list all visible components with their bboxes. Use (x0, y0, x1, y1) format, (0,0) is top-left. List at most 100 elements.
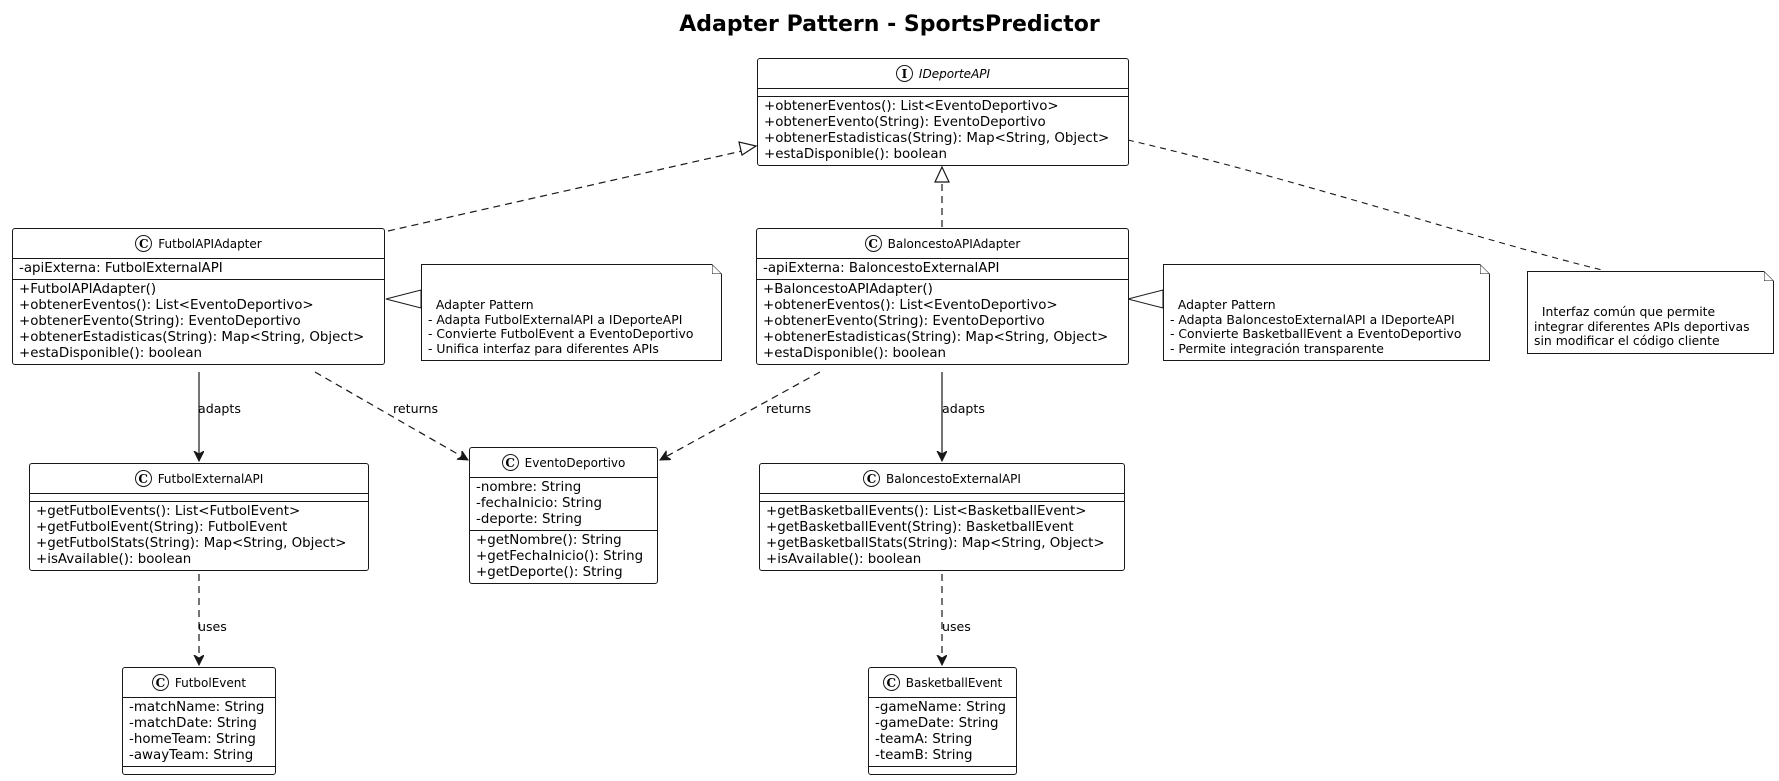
attribute: -nombre: String (476, 480, 582, 495)
class-icon: C (864, 235, 882, 252)
class-name: BaloncestoExternalAPI (886, 471, 1021, 486)
class-futbolevent[interactable]: C FutbolEvent -matchName: String -matchD… (122, 667, 276, 775)
attribute: -matchName: String (129, 700, 265, 715)
class-futbolexternalapi[interactable]: C FutbolExternalAPI +getFutbolEvents(): … (29, 463, 369, 571)
note-interfaz[interactable]: Interfaz común que permite integrar dife… (1527, 271, 1774, 354)
class-header: C BaloncestoExternalAPI (760, 464, 1124, 494)
class-header: C EventoDeportivo (470, 448, 657, 478)
edge-futbol-realizes (387, 150, 743, 232)
class-basketballevent[interactable]: C BasketballEvent -gameName: String -gam… (868, 667, 1017, 775)
methods-section (123, 767, 275, 774)
attributes-section: -apiExterna: BaloncestoExternalAPI (757, 259, 1128, 280)
class-header: C FutbolAPIAdapter (13, 229, 384, 259)
note-connector-futbol (385, 289, 422, 309)
method: +getBasketballEvents(): List<BasketballE… (766, 504, 1087, 519)
method: +obtenerEstadisticas(String): Map<String… (764, 131, 1110, 146)
method: +obtenerEstadisticas(String): Map<String… (763, 330, 1109, 345)
method: +FutbolAPIAdapter() (19, 282, 157, 297)
attribute: -gameName: String (875, 700, 1007, 715)
realization-arrowhead-baloncesto (934, 165, 950, 183)
edge-label-futbol-uses: uses (198, 619, 227, 634)
method: +estaDisponible(): boolean (19, 346, 203, 361)
methods-section: +obtenerEventos(): List<EventoDeportivo>… (758, 97, 1128, 165)
attribute: -apiExterna: FutbolExternalAPI (19, 261, 223, 276)
note-fold-icon (1480, 264, 1490, 274)
realization-arrowhead-futbol (738, 141, 758, 156)
note-text: Interfaz común que permite integrar dife… (1534, 304, 1750, 348)
method: +estaDisponible(): boolean (763, 346, 947, 361)
methods-section (869, 767, 1016, 774)
class-name: FutbolEvent (174, 675, 247, 690)
edge-label-futbol-adapts: adapts (198, 401, 241, 416)
attributes-section: -gameName: String -gameDate: String -tea… (869, 698, 1016, 767)
note-baloncesto-adapter[interactable]: Adapter Pattern - Adapta BaloncestoExter… (1163, 264, 1490, 361)
methods-section: +getNombre(): String +getFechaInicio(): … (470, 531, 657, 583)
class-name: EventoDeportivo (524, 455, 626, 470)
edge-futbol-returns (314, 371, 468, 460)
method: +getBasketballStats(String): Map<String,… (766, 536, 1105, 551)
method: +getFutbolStats(String): Map<String, Obj… (36, 536, 347, 551)
note-futbol-adapter[interactable]: Adapter Pattern - Adapta FutbolExternalA… (421, 264, 722, 361)
method: +obtenerEventos(): List<EventoDeportivo> (19, 298, 314, 313)
method: +obtenerEventos(): List<EventoDeportivo> (764, 99, 1059, 114)
attributes-section (30, 494, 368, 502)
method: +getFechaInicio(): String (476, 549, 644, 564)
note-link-interfaz (1127, 139, 1603, 271)
method: +obtenerEvento(String): EventoDeportivo (763, 314, 1045, 329)
edge-label-baloncesto-adapts: adapts (942, 401, 985, 416)
attribute: -teamA: String (875, 732, 973, 747)
class-header: I IDeporteAPI (758, 59, 1128, 89)
method: +obtenerEventos(): List<EventoDeportivo> (763, 298, 1058, 313)
class-ideporteapi[interactable]: I IDeporteAPI +obtenerEventos(): List<Ev… (757, 58, 1129, 166)
class-name: BasketballEvent (905, 675, 1003, 690)
class-futbolapiadapter[interactable]: C FutbolAPIAdapter -apiExterna: FutbolEx… (12, 228, 385, 365)
class-icon: C (151, 674, 169, 691)
note-fold-icon (1764, 271, 1774, 281)
attribute: -homeTeam: String (129, 732, 256, 747)
attribute: -teamB: String (875, 748, 973, 763)
methods-section: +getFutbolEvents(): List<FutbolEvent> +g… (30, 502, 368, 570)
class-name: FutbolAPIAdapter (158, 236, 262, 251)
note-fold-icon (712, 264, 722, 274)
attribute: -deporte: String (476, 512, 582, 527)
edge-label-baloncesto-returns: returns (766, 401, 812, 416)
methods-section: +FutbolAPIAdapter() +obtenerEventos(): L… (13, 280, 384, 364)
edge-label-baloncesto-uses: uses (942, 619, 971, 634)
class-header: C FutbolExternalAPI (30, 464, 368, 494)
attribute: -awayTeam: String (129, 748, 254, 763)
class-icon: C (501, 454, 519, 471)
class-header: C FutbolEvent (123, 668, 275, 698)
class-name: BaloncestoAPIAdapter (887, 236, 1021, 251)
method: +getDeporte(): String (476, 565, 623, 580)
note-text: Adapter Pattern - Adapta FutbolExternalA… (428, 297, 694, 356)
attribute: -matchDate: String (129, 716, 257, 731)
class-header: C BaloncestoAPIAdapter (757, 229, 1128, 259)
attributes-section: -apiExterna: FutbolExternalAPI (13, 259, 384, 280)
method: +obtenerEvento(String): EventoDeportivo (19, 314, 301, 329)
attributes-section (760, 494, 1124, 502)
class-icon: C (134, 470, 152, 487)
method: +estaDisponible(): boolean (764, 147, 948, 162)
method: +getNombre(): String (476, 533, 622, 548)
method: +getBasketballEvent(String): BasketballE… (766, 520, 1074, 535)
class-icon: C (863, 470, 881, 487)
attributes-section: -matchName: String -matchDate: String -h… (123, 698, 275, 767)
note-connector-baloncesto (1127, 289, 1164, 309)
diagram-title: Adapter Pattern - SportsPredictor (679, 12, 1100, 37)
method: +isAvailable(): boolean (766, 552, 922, 567)
note-text: Adapter Pattern - Adapta BaloncestoExter… (1170, 297, 1462, 356)
methods-section: +getBasketballEvents(): List<BasketballE… (760, 502, 1124, 570)
class-eventodeportivo[interactable]: C EventoDeportivo -nombre: String -fecha… (469, 447, 658, 584)
edge-label-futbol-returns: returns (393, 401, 439, 416)
method: +getFutbolEvent(String): FutbolEvent (36, 520, 288, 535)
class-baloncestoexternalapi[interactable]: C BaloncestoExternalAPI +getBasketballEv… (759, 463, 1125, 571)
attribute: -fechaInicio: String (476, 496, 603, 511)
class-name: FutbolExternalAPI (157, 471, 264, 486)
method: +isAvailable(): boolean (36, 552, 192, 567)
attribute: -gameDate: String (875, 716, 999, 731)
class-baloncestoapiadapter[interactable]: C BaloncestoAPIAdapter -apiExterna: Balo… (756, 228, 1129, 365)
method: +BaloncestoAPIAdapter() (763, 282, 933, 297)
attributes-section (758, 89, 1128, 97)
class-icon: C (882, 674, 900, 691)
method: +getFutbolEvents(): List<FutbolEvent> (36, 504, 301, 519)
